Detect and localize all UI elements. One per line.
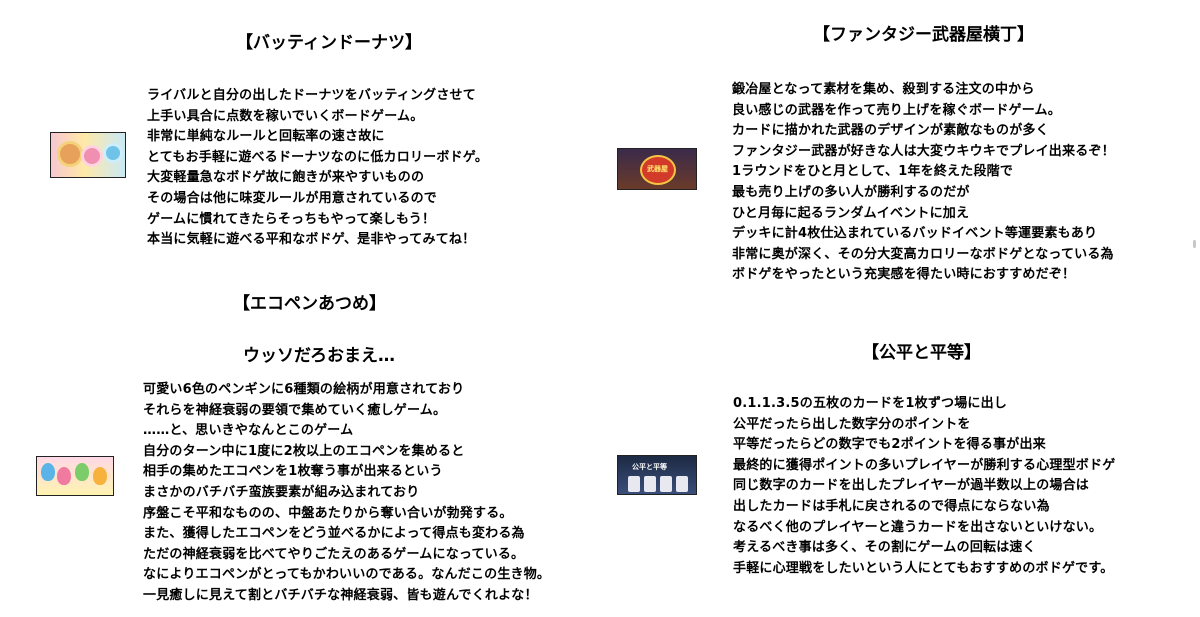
description-line: それらを神経衰弱の要領で集めていく癒しゲーム。 [143,402,447,418]
section-title-fairness-and-equality: 【公平と平等】 [862,343,981,363]
description-line: ゲームに慣れてきたらそっちもやって楽しもう！ [147,211,436,227]
description-line: デッキに計4枚仕込まれているバッドイベント等運要素もあり [732,226,1098,242]
fantasy-weapon-shop-description: 鍛冶屋となって素材を集め、殺到する注文の中から 良い感じの武器を作って売り上げを… [732,80,1115,286]
donut-icon [81,145,103,167]
section-title-fantasy-weapon-shop: 【ファンタジー武器屋横丁】 [813,25,1034,45]
description-line: なによりエコペンがとってもかわいいのである。なんだこの生き物。 [143,567,551,583]
description-line: 大変軽量急なボドゲ故に飽きが来やすいものの [147,170,425,186]
description-line: 本当に気軽に遊べる平和なボドゲ、是非やってみてね！ [147,232,476,248]
penguin-icon [93,467,107,485]
section-title-ecopen-atsume: 【エコペンあつめ】 [233,294,386,314]
description-line: 最終的に獲得ポイントの多いプレイヤーが勝利する心理型ボドゲ [733,457,1116,473]
description-line: 0.1.1.3.5の五枚のカードを1枚ずつ場に出し [733,396,1008,411]
description-line: カードに描かれた武器のデザインが素敵なものが多く [732,123,1049,139]
card-icon [644,476,656,492]
weapon-shop-sign [640,155,676,185]
batting-donuts-description: ライバルと自分の出したドーナツをバッティングさせて 上手い具合に点数を稼いでいく… [147,86,488,251]
section-subtitle-ecopen-atsume: ウッソだろおまえ… [243,346,395,366]
fantasy-weapon-shop-thumbnail: 武器屋 [617,148,697,190]
card-icon [660,476,672,492]
description-line: ……と、思いきやなんとこのゲーム [143,423,354,439]
description-line: とてもお手軽に遊べるドーナツなのに低カロリーボドゲ。 [147,149,489,165]
ecopen-atsume-thumbnail [36,456,114,496]
scrollbar-thumb[interactable] [1193,240,1196,248]
description-line: 同じ数字のカードを出したプレイヤーが過半数以上の場合は [733,478,1090,494]
description-line: その場合は他に味変ルールが用意されているので [147,190,438,206]
penguin-icon [75,463,89,481]
description-line: 可愛い6色のペンギンに6種類の絵柄が用意されており [143,382,465,397]
fairness-and-equality-thumbnail: 公平と平等 [617,455,697,495]
description-line: ライバルと自分の出したドーナツをバッティングさせて [147,88,476,103]
fairness-equality-logo-text: 公平と平等 [632,463,667,471]
description-line: ただの神経衰弱を比べてやりごたえのあるゲームになっている。 [143,546,525,562]
description-line: 上手い具合に点数を稼いでいくボードゲーム。 [147,108,424,124]
description-line: ボドゲをやったという充実感を得たい時におすすめだぞ！ [732,267,1076,283]
description-line: 1ラウンドをひと月として、1年を終えた段階で [732,164,1014,180]
description-line: ファンタジー武器が好きな人は大変ウキウキでプレイ出来るぞ！ [732,143,1115,159]
description-line: 最も売り上げの多い人が勝利するのだが [732,184,970,200]
description-line: 非常に単純なルールと回転率の速さ故に [147,129,385,145]
weapon-shop-logo-text: 武器屋 [647,165,668,173]
penguin-icon [41,463,55,481]
card-icon [628,476,640,492]
description-line: 出したカードは手札に戻されるので得点にならない為 [733,498,1050,514]
card-icon [676,476,688,492]
description-line: 平等だったらどの数字でも2ポイントを得る事が出来 [733,437,1046,453]
description-line: 一見癒しに見えて割とバチバチな神経衰弱、皆も遊んでくれよな！ [143,587,538,603]
donut-icon [103,143,123,163]
description-line: 良い感じの武器を作って売り上げを稼ぐボードゲーム。 [732,102,1061,118]
description-line: なるべく他のプレイヤーと違うカードを出さないといけない。 [733,519,1103,535]
description-line: 非常に奥が深く、その分大変高カロリーなボドゲとなっている為 [732,246,1114,262]
description-line: 考えるべき事は多く、その割にゲームの回転は速く [733,540,1036,556]
batting-donuts-thumbnail [50,132,126,178]
ecopen-atsume-description: 可愛い6色のペンギンに6種類の絵柄が用意されており それらを神経衰弱の要領で集め… [143,380,550,607]
description-line: 自分のターン中に1度に2枚以上のエコペンを集めると [143,443,465,459]
description-line: 手軽に心理戦をしたいという人にとてもおすすめのボドゲです。 [733,560,1114,576]
description-line: 公平だったら出した数字分のポイントを [733,416,971,432]
description-line: 序盤こそ平和なものの、中盤あたりから奪い合いが勃発する。 [143,505,513,521]
description-line: また、獲得したエコペンをどう並べるかによって得点も変わる為 [143,526,525,542]
description-line: 相手の集めたエコペンを1枚奪う事が出来るという [143,464,443,480]
description-line: ひと月毎に起るランダムイベントに加え [732,205,970,221]
penguin-icon [57,467,71,485]
section-title-batting-donuts: 【バッティンドーナツ】 [236,33,422,53]
description-line: 鍛冶屋となって素材を集め、殺到する注文の中から [732,82,1035,97]
description-line: まさかのバチバチ蛮族要素が組み込まれており [143,484,420,500]
donut-icon [57,141,83,167]
fairness-and-equality-description: 0.1.1.3.5の五枚のカードを1枚ずつ場に出し 公平だったら出した数字分のポ… [733,394,1115,579]
